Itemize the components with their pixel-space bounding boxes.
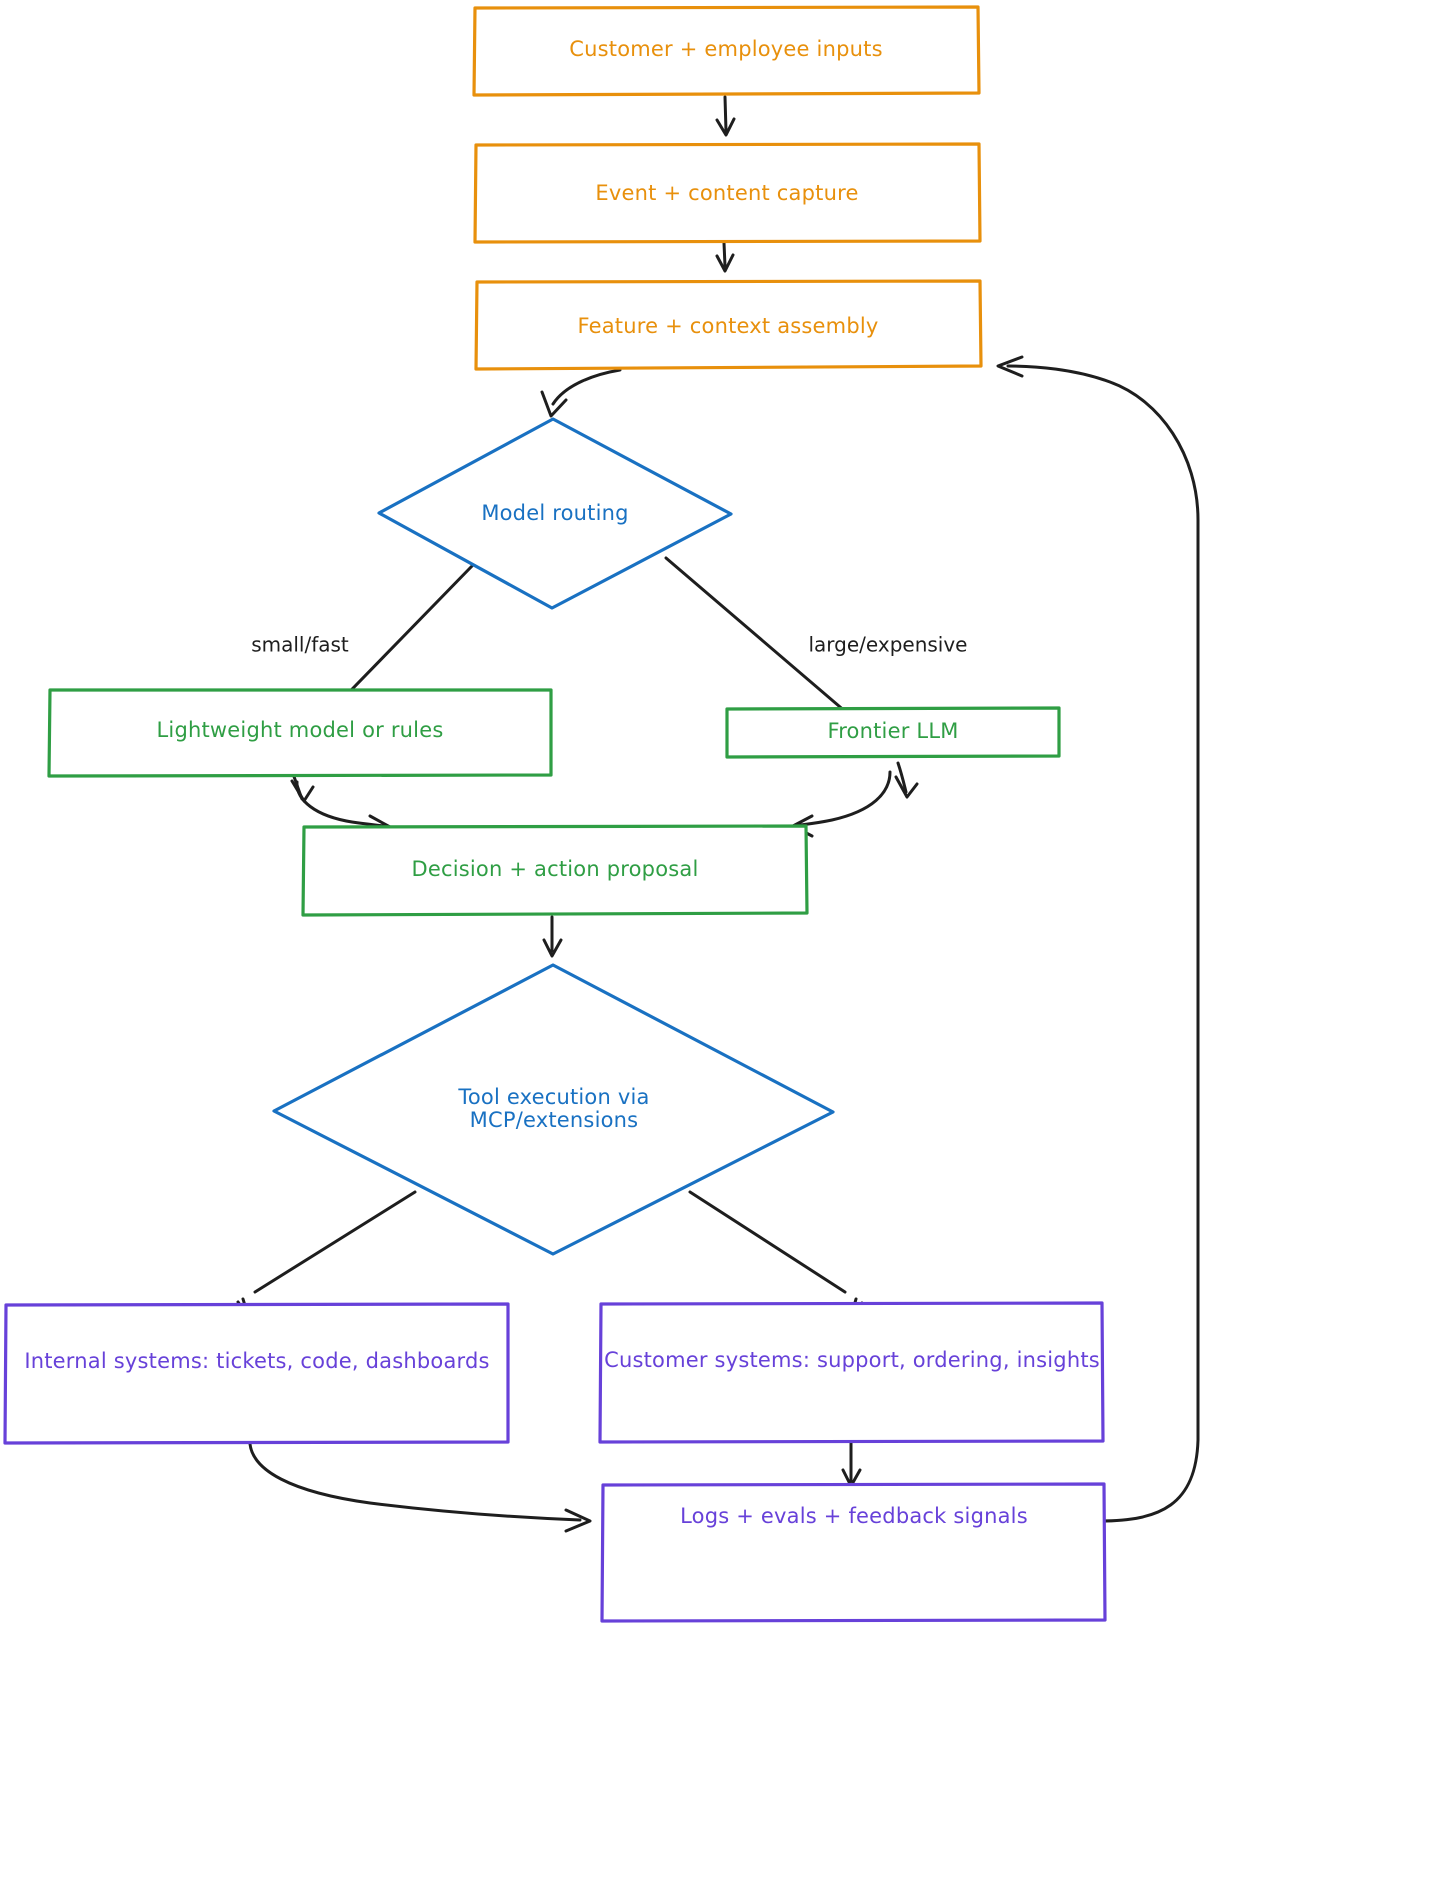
node-tool-execution[interactable]: Tool execution via MCP/extensions (272, 963, 835, 1256)
node-event-capture[interactable]: Event + content capture (473, 142, 982, 244)
node-label-lightweight-model: Lightweight model or rules (157, 718, 444, 742)
node-label-tool-execution-line2: MCP/extensions (470, 1108, 639, 1132)
node-decision-proposal[interactable]: Decision + action proposal (301, 824, 809, 917)
node-internal-systems[interactable]: Internal systems: tickets, code, dashboa… (3, 1302, 510, 1445)
node-lightweight-model[interactable]: Lightweight model or rules (47, 688, 553, 778)
node-customer-inputs[interactable]: Customer + employee inputs (472, 5, 981, 97)
node-logs-evals[interactable]: Logs + evals + feedback signals (600, 1482, 1107, 1623)
node-label-customer-inputs: Customer + employee inputs (569, 37, 882, 61)
edge-internal-systems-to-logs-evals (248, 1442, 592, 1533)
node-frontier-llm[interactable]: Frontier LLM (725, 706, 1061, 759)
edge-tool-execution-to-internal-systems (236, 1190, 417, 1323)
edge-customer-systems-to-logs-evals (841, 1440, 862, 1488)
node-customer-systems[interactable]: Customer systems: support, ordering, ins… (598, 1301, 1105, 1444)
edge-model-routing-to-frontier-llm: large/expensive (664, 556, 968, 799)
edges-layer: small/fast large/expensive (236, 95, 1200, 1533)
nodes-layer: Customer + employee inputs Event + conte… (3, 5, 1107, 1623)
edge-label-large-expensive: large/expensive (808, 633, 967, 657)
edge-event-capture-to-feature-assembly (715, 241, 735, 273)
node-label-internal-systems: Internal systems: tickets, code, dashboa… (24, 1349, 489, 1373)
node-model-routing[interactable]: Model routing (377, 417, 733, 610)
edge-feature-assembly-to-model-routing (540, 368, 622, 418)
edge-decision-proposal-to-tool-execution (542, 915, 563, 958)
node-label-frontier-llm: Frontier LLM (827, 719, 958, 743)
edge-label-small-fast: small/fast (251, 633, 349, 657)
node-feature-assembly[interactable]: Feature + context assembly (474, 279, 983, 371)
node-label-tool-execution: Tool execution via (457, 1085, 649, 1109)
edge-customer-inputs-to-event-capture (715, 95, 736, 137)
node-label-customer-systems: Customer systems: support, ordering, ins… (604, 1348, 1100, 1372)
node-label-event-capture: Event + content capture (595, 181, 858, 205)
node-label-logs-evals: Logs + evals + feedback signals (680, 1504, 1028, 1528)
node-label-feature-assembly: Feature + context assembly (577, 314, 878, 338)
edge-logs-evals-to-feature-assembly (996, 355, 1200, 1523)
node-label-decision-proposal: Decision + action proposal (411, 857, 698, 881)
node-label-model-routing: Model routing (481, 501, 628, 525)
